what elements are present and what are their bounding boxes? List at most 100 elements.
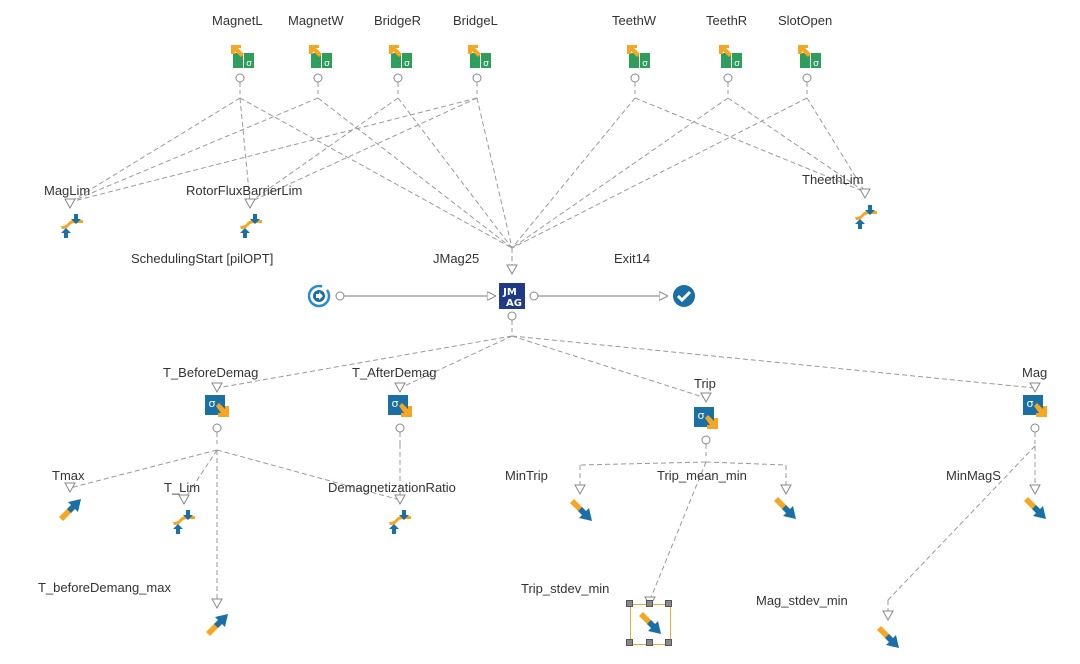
node-label-bridger: BridgeR	[374, 13, 421, 28]
node-label-maglim: MagLim	[44, 183, 91, 198]
input-port	[506, 264, 518, 276]
data-link	[69, 97, 319, 203]
node-label-bridgel: BridgeL	[453, 13, 498, 28]
minimize-objective-icon[interactable]	[1022, 495, 1050, 523]
output-variable-icon[interactable]: σ	[692, 405, 720, 433]
svg-text:σ: σ	[483, 59, 489, 69]
node-label-rotorfluxbarrierlim: RotorFluxBarrierLim	[186, 183, 303, 198]
data-link	[69, 97, 241, 203]
design-variable-icon[interactable]: σ	[387, 43, 415, 71]
data-link	[476, 97, 513, 249]
constraint-icon[interactable]	[386, 508, 414, 536]
svg-text:σ: σ	[734, 59, 740, 69]
node-label-t-afterdemag: T_AfterDemag	[352, 365, 437, 380]
resize-handle[interactable]	[665, 639, 672, 646]
input-port	[780, 484, 792, 496]
data-link	[69, 449, 218, 489]
node-label-mag: Mag	[1022, 365, 1048, 380]
scheduler-start-icon[interactable]	[305, 282, 333, 310]
output-port	[393, 73, 403, 83]
data-link	[399, 335, 513, 389]
output-variable-icon[interactable]: σ	[1021, 393, 1049, 421]
svg-text:σ: σ	[813, 59, 819, 69]
minimize-objective-icon[interactable]	[637, 610, 665, 638]
node-label-demagnetizationratio: DemagnetizationRatio	[328, 480, 456, 495]
resize-handle[interactable]	[646, 600, 653, 607]
svg-text:σ: σ	[1027, 397, 1034, 410]
exit-check-icon[interactable]	[670, 282, 698, 310]
resize-handle[interactable]	[665, 600, 672, 607]
svg-text:σ: σ	[392, 397, 399, 410]
input-port	[700, 392, 712, 404]
output-variable-icon[interactable]: σ	[203, 393, 231, 421]
node-label-mag-stdev-min: Mag_stdev_min	[756, 593, 848, 608]
jmag-logo-icon[interactable]: JM AG	[498, 282, 526, 310]
output-port	[723, 73, 733, 83]
resize-handle[interactable]	[626, 639, 633, 646]
data-link	[705, 461, 787, 466]
design-variable-icon[interactable]: σ	[625, 43, 653, 71]
output-port	[802, 73, 812, 83]
input-port	[394, 382, 406, 394]
data-link	[649, 461, 707, 601]
svg-text:JM: JM	[502, 287, 517, 298]
node-label-minmags: MinMagS	[946, 468, 1001, 483]
data-link	[511, 97, 636, 249]
output-port	[212, 423, 222, 433]
data-link	[634, 97, 866, 193]
minimize-objective-icon[interactable]	[568, 497, 596, 525]
design-variable-icon[interactable]: σ	[796, 43, 824, 71]
data-link	[69, 97, 478, 203]
design-variable-icon[interactable]: σ	[466, 43, 494, 71]
svg-text:AG: AG	[506, 298, 522, 309]
output-port	[395, 423, 405, 433]
output-variable-icon[interactable]: σ	[386, 393, 414, 421]
output-port	[507, 311, 517, 321]
output-port	[235, 73, 245, 83]
output-port	[472, 73, 482, 83]
input-port	[211, 382, 223, 394]
node-label-tmax: Tmax	[52, 468, 85, 483]
data-link	[806, 97, 866, 193]
data-link	[183, 449, 218, 501]
node-label-slotopen: SlotOpen	[778, 13, 833, 28]
node-label-mintrip: MinTrip	[505, 468, 548, 483]
resize-handle[interactable]	[646, 639, 653, 646]
constraint-icon[interactable]	[170, 508, 198, 536]
output-port	[529, 291, 539, 301]
data-link	[511, 335, 1036, 389]
data-link	[887, 445, 1036, 601]
resize-handle[interactable]	[626, 600, 633, 607]
constraint-icon[interactable]	[58, 212, 86, 240]
maximize-objective-icon[interactable]	[57, 495, 85, 523]
svg-text:σ: σ	[246, 59, 252, 69]
output-port	[1030, 423, 1040, 433]
input-port	[394, 494, 406, 506]
design-variable-icon[interactable]: σ	[307, 43, 335, 71]
link-lines	[69, 82, 1036, 612]
input-port	[211, 598, 223, 610]
node-label-trip-mean-min: Trip_mean_min	[657, 468, 747, 483]
minimize-objective-icon[interactable]	[772, 495, 800, 523]
data-link	[239, 97, 513, 249]
node-label-trip-stdev-min: Trip_stdev_min	[521, 581, 610, 596]
data-link	[727, 97, 866, 193]
port-marks	[64, 73, 1041, 622]
svg-text:σ: σ	[642, 59, 648, 69]
node-label-schedulingstart: SchedulingStart [pilOPT]	[131, 251, 274, 266]
design-variable-icon[interactable]: σ	[229, 43, 257, 71]
node-label-teethw: TeethW	[612, 13, 657, 28]
maximize-objective-icon[interactable]	[204, 610, 232, 638]
constraint-icon[interactable]	[852, 203, 880, 231]
input-port	[574, 484, 586, 496]
design-variable-icon[interactable]: σ	[717, 43, 745, 71]
output-port	[630, 73, 640, 83]
input-port	[1029, 484, 1041, 496]
minimize-objective-icon[interactable]	[875, 624, 903, 652]
node-label-magnetw: MagnetW	[288, 13, 344, 28]
input-port	[859, 188, 871, 200]
constraint-icon[interactable]	[237, 212, 265, 240]
data-link	[579, 461, 707, 466]
